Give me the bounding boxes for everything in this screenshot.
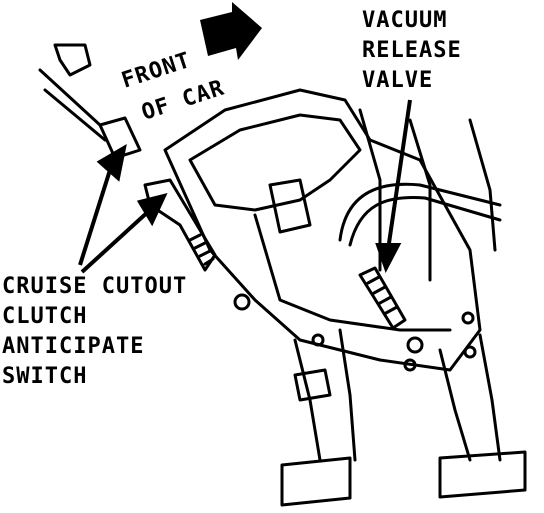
mounting-bracket [163,88,482,372]
wiring [38,68,107,142]
cruise-cutout-label: CRUISE CUTOUT CLUTCH ANTICIPATE SWITCH [2,272,187,392]
vacuum-release-valve-label: VACUUM RELEASE VALVE [362,6,462,96]
vacuum-release-valve-line-1: VACUUM [362,8,448,33]
bolt [233,293,251,311]
connector-plug [98,116,142,160]
bolt [461,311,475,325]
bracket-flange [253,213,452,332]
clip [53,43,92,77]
cutout-switch-threads [188,233,215,266]
release-valve-threads [366,275,399,315]
cruise-cutout-line-3: ANTICIPATE [2,334,145,359]
cruise-cutout-line-2: CLUTCH [2,304,88,329]
clutch-pedal-pad [280,456,352,507]
pointer-arrow-icon [96,144,127,182]
pointer-arrow-icon [375,243,402,274]
brake-pedal-arm [438,333,502,462]
bolt [311,333,325,347]
release-valve-body [358,266,407,330]
bolt [406,336,424,354]
cutout-switch-body [143,178,217,272]
cruise-cutout-line-1: CRUISE CUTOUT [2,274,188,299]
brake-pedal-pad [438,450,527,499]
bolt [463,345,477,359]
vacuum-release-valve-line-2: RELEASE [362,38,462,63]
cruise-cutout-line-4: SWITCH [2,364,88,389]
bracket-inner [188,113,362,212]
vacuum-hose [338,182,502,247]
pointer-arrow-icon [136,193,168,227]
direction-arrow-icon [200,2,262,60]
vacuum-release-valve-line-3: VALVE [362,68,434,93]
bolt-plate [293,368,332,402]
clutch-pedal-arm [293,328,357,462]
bracket-slot [268,178,312,234]
pedal-arm-upper [358,108,497,282]
bolt [403,358,417,372]
